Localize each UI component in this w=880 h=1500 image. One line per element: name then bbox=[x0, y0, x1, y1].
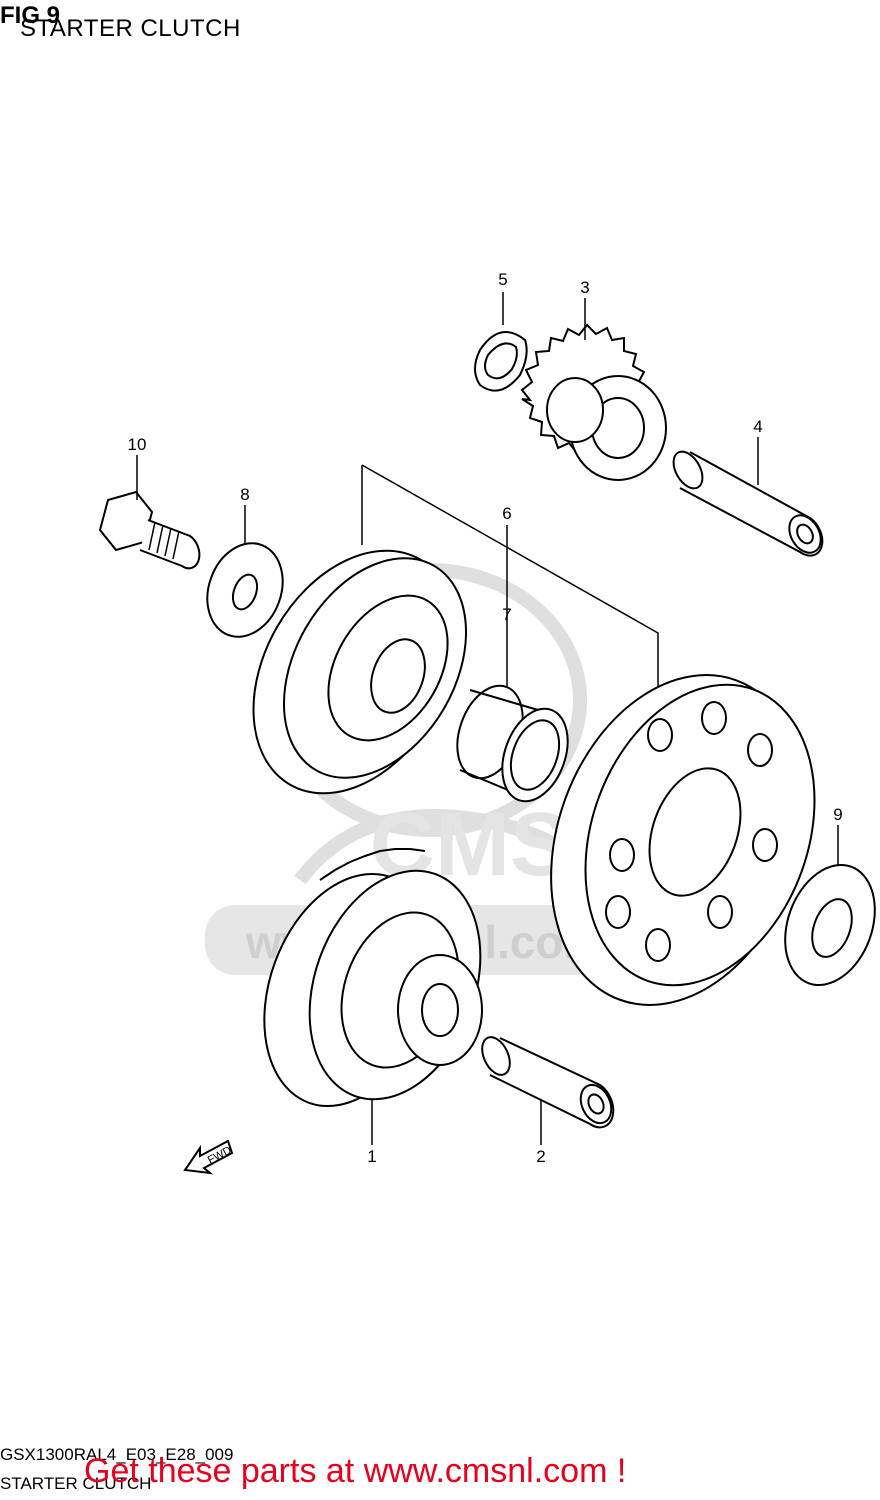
callout-7: 7 bbox=[502, 605, 511, 624]
part-3-idle-gear-icon bbox=[520, 323, 667, 481]
callout-2: 2 bbox=[536, 1147, 545, 1166]
part-9-washer-icon bbox=[784, 863, 876, 987]
callout-10: 10 bbox=[128, 435, 147, 454]
assembly-bracket bbox=[361, 464, 659, 700]
fwd-label: FWD bbox=[206, 1144, 234, 1166]
callout-3: 3 bbox=[580, 278, 589, 297]
figure-title: STARTER CLUTCH bbox=[20, 15, 241, 42]
callout-9: 9 bbox=[833, 805, 842, 824]
part-10-bolt-icon bbox=[98, 490, 201, 570]
figure-number: FIG 9 bbox=[0, 2, 61, 29]
fwd-arrow-icon: FWD bbox=[183, 1139, 234, 1175]
promo-link[interactable]: Get these parts at www.cmsnl.com ! bbox=[84, 1452, 627, 1490]
callout-6: 6 bbox=[502, 504, 511, 523]
part-1-starter-clutch-icon bbox=[263, 848, 483, 1108]
part-6-clutch-housing-icon bbox=[252, 549, 467, 795]
callout-1: 1 bbox=[367, 1147, 376, 1166]
part-4-shaft-icon bbox=[672, 450, 824, 557]
callout-4: 4 bbox=[753, 417, 762, 436]
callout-8: 8 bbox=[240, 485, 249, 504]
diagram-name: STARTER CLUTCH bbox=[0, 1474, 152, 1493]
part-7-bearing-icon bbox=[456, 684, 569, 803]
callout-5: 5 bbox=[498, 270, 507, 289]
diagram-code: GSX1300RAL4_E03_E28_009 bbox=[0, 1445, 234, 1464]
part-2-shaft-icon bbox=[481, 1036, 615, 1129]
part-9-starter-driven-gear-icon bbox=[550, 674, 816, 1006]
part-5-spring-icon bbox=[474, 331, 528, 392]
part-8-washer-icon bbox=[206, 542, 284, 638]
leader-lines bbox=[136, 292, 839, 1145]
